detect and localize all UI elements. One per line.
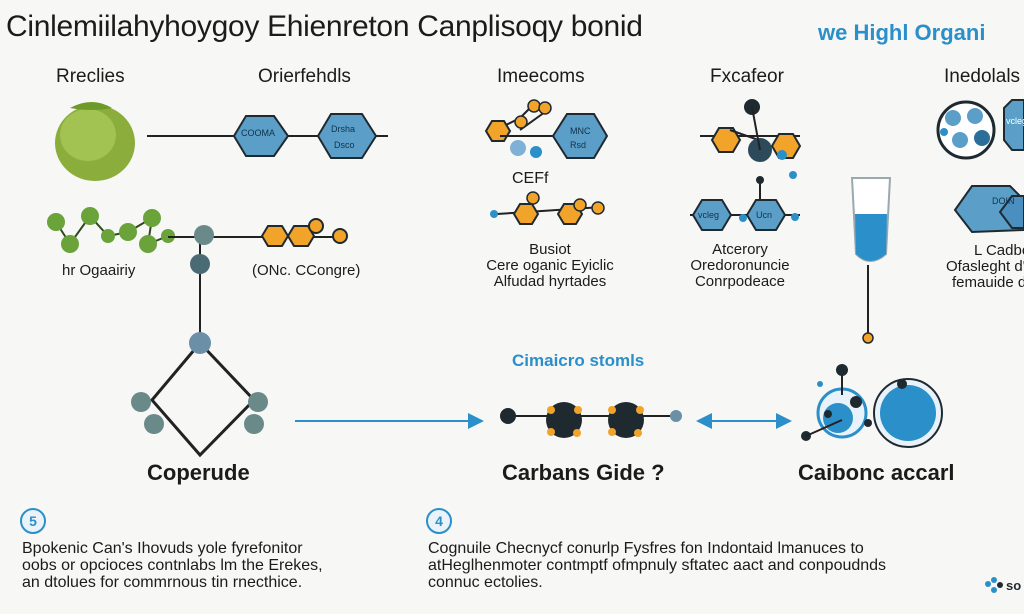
hexagon-node [316,113,378,159]
step-badge: 4 [426,508,452,534]
dark-molecule-icon [700,99,802,162]
footer-note-left: Bpokenic Can's Ihovuds yole fyrefonitor … [22,540,323,591]
footer-note-line: Cognuile Checnycf conurlp Fysfres fon In… [428,540,864,557]
hexagon-label: Dsco [334,140,355,150]
label-alfudad: Alfudad hyrtades [493,273,607,290]
hexagon-label: DOIN [992,196,1015,206]
hexagon-node [232,115,290,157]
hexagon-label: MNC [570,126,591,136]
column-heading-4: Fxcafeor [710,66,784,87]
label-femaudie: femauide dlai [952,274,1024,291]
label-cimacro: Cimaicro stomls [512,351,645,370]
carbon-molecule-icon [500,402,682,438]
label-atcerory: Atcerory [712,241,768,258]
logo-icon [985,577,1003,593]
carbon-ring-icon [801,364,943,448]
footer-note-line: atHeglhenmoter contmptf ofmpnuly sftatec… [428,557,887,574]
footer-logo-text: so [1006,578,1022,593]
label-cere-organic: Cere oganic Eyiclic [486,257,614,274]
footer-note-line: Bpokenic Can's Ihovuds yole fyrefonitor [22,540,303,557]
hexagon-node [551,113,609,159]
section-title-coperude: Coperude [147,460,250,485]
green-molecule-icon [47,207,175,253]
test-tube-icon [850,177,892,344]
step-badge: 5 [20,508,46,534]
atom-node [190,254,210,274]
orange-hexagon-chain [260,218,348,247]
label-cef: CEFf [512,170,549,187]
column-heading-5: Inedolals [944,66,1021,87]
column-heading-2: Orierfehdls [258,66,351,87]
section-title-cabonc: Caibonc accarl [798,460,955,485]
column-heading-3: Imeecoms [497,66,585,87]
label-lcadbo: L Cadbo [974,242,1024,259]
section-title-carbans: Carbans Gide ? [502,460,665,485]
column-heading-1: Rreclies [56,66,125,87]
label-conpod: Conrpodeace [694,273,786,290]
hexagon-pair [690,171,800,231]
hexagon-label: Drsha [331,124,356,134]
label-onc: (ONc. CCongre) [252,262,361,279]
label-ofasieght: Ofasleght d'o [946,258,1024,275]
hexagon-label: vcleg [698,210,720,220]
diagram-brand-title: we Highl Organi [818,20,986,45]
hexagon-label: Rsd [570,140,587,150]
label-busiot: Busiot [529,241,571,258]
orange-molecule-icon [484,99,552,158]
hexagon-label: vcleg [1006,116,1024,126]
circular-molecule-icon [936,99,1024,160]
diamond-molecule-icon [131,332,268,458]
hexagon-cluster [953,185,1024,234]
hexagon-label: COOMA [241,128,276,138]
footer-note-line: oobs or opcioces contnlabs lm the Erekes… [22,557,323,574]
label-organity: hr Ogaairiy [62,262,136,279]
footer-note-line: an dtolues for commrnous tin rnecthice. [22,574,303,591]
orange-molecule-icon [490,191,605,225]
hexagon-label: Ucn [756,210,773,220]
label-oredor: Oredoronuncie [690,257,790,274]
atom-node [194,225,214,245]
footer-note-right: Cognuile Checnycf conurlp Fysfres fon In… [428,540,886,591]
diagram-title: Cinlemiilahyhoygoy Ehienreton Canplisoqy… [6,10,643,43]
apple-icon [55,102,135,181]
footer-note-line: connuc ectolies. [428,574,543,591]
